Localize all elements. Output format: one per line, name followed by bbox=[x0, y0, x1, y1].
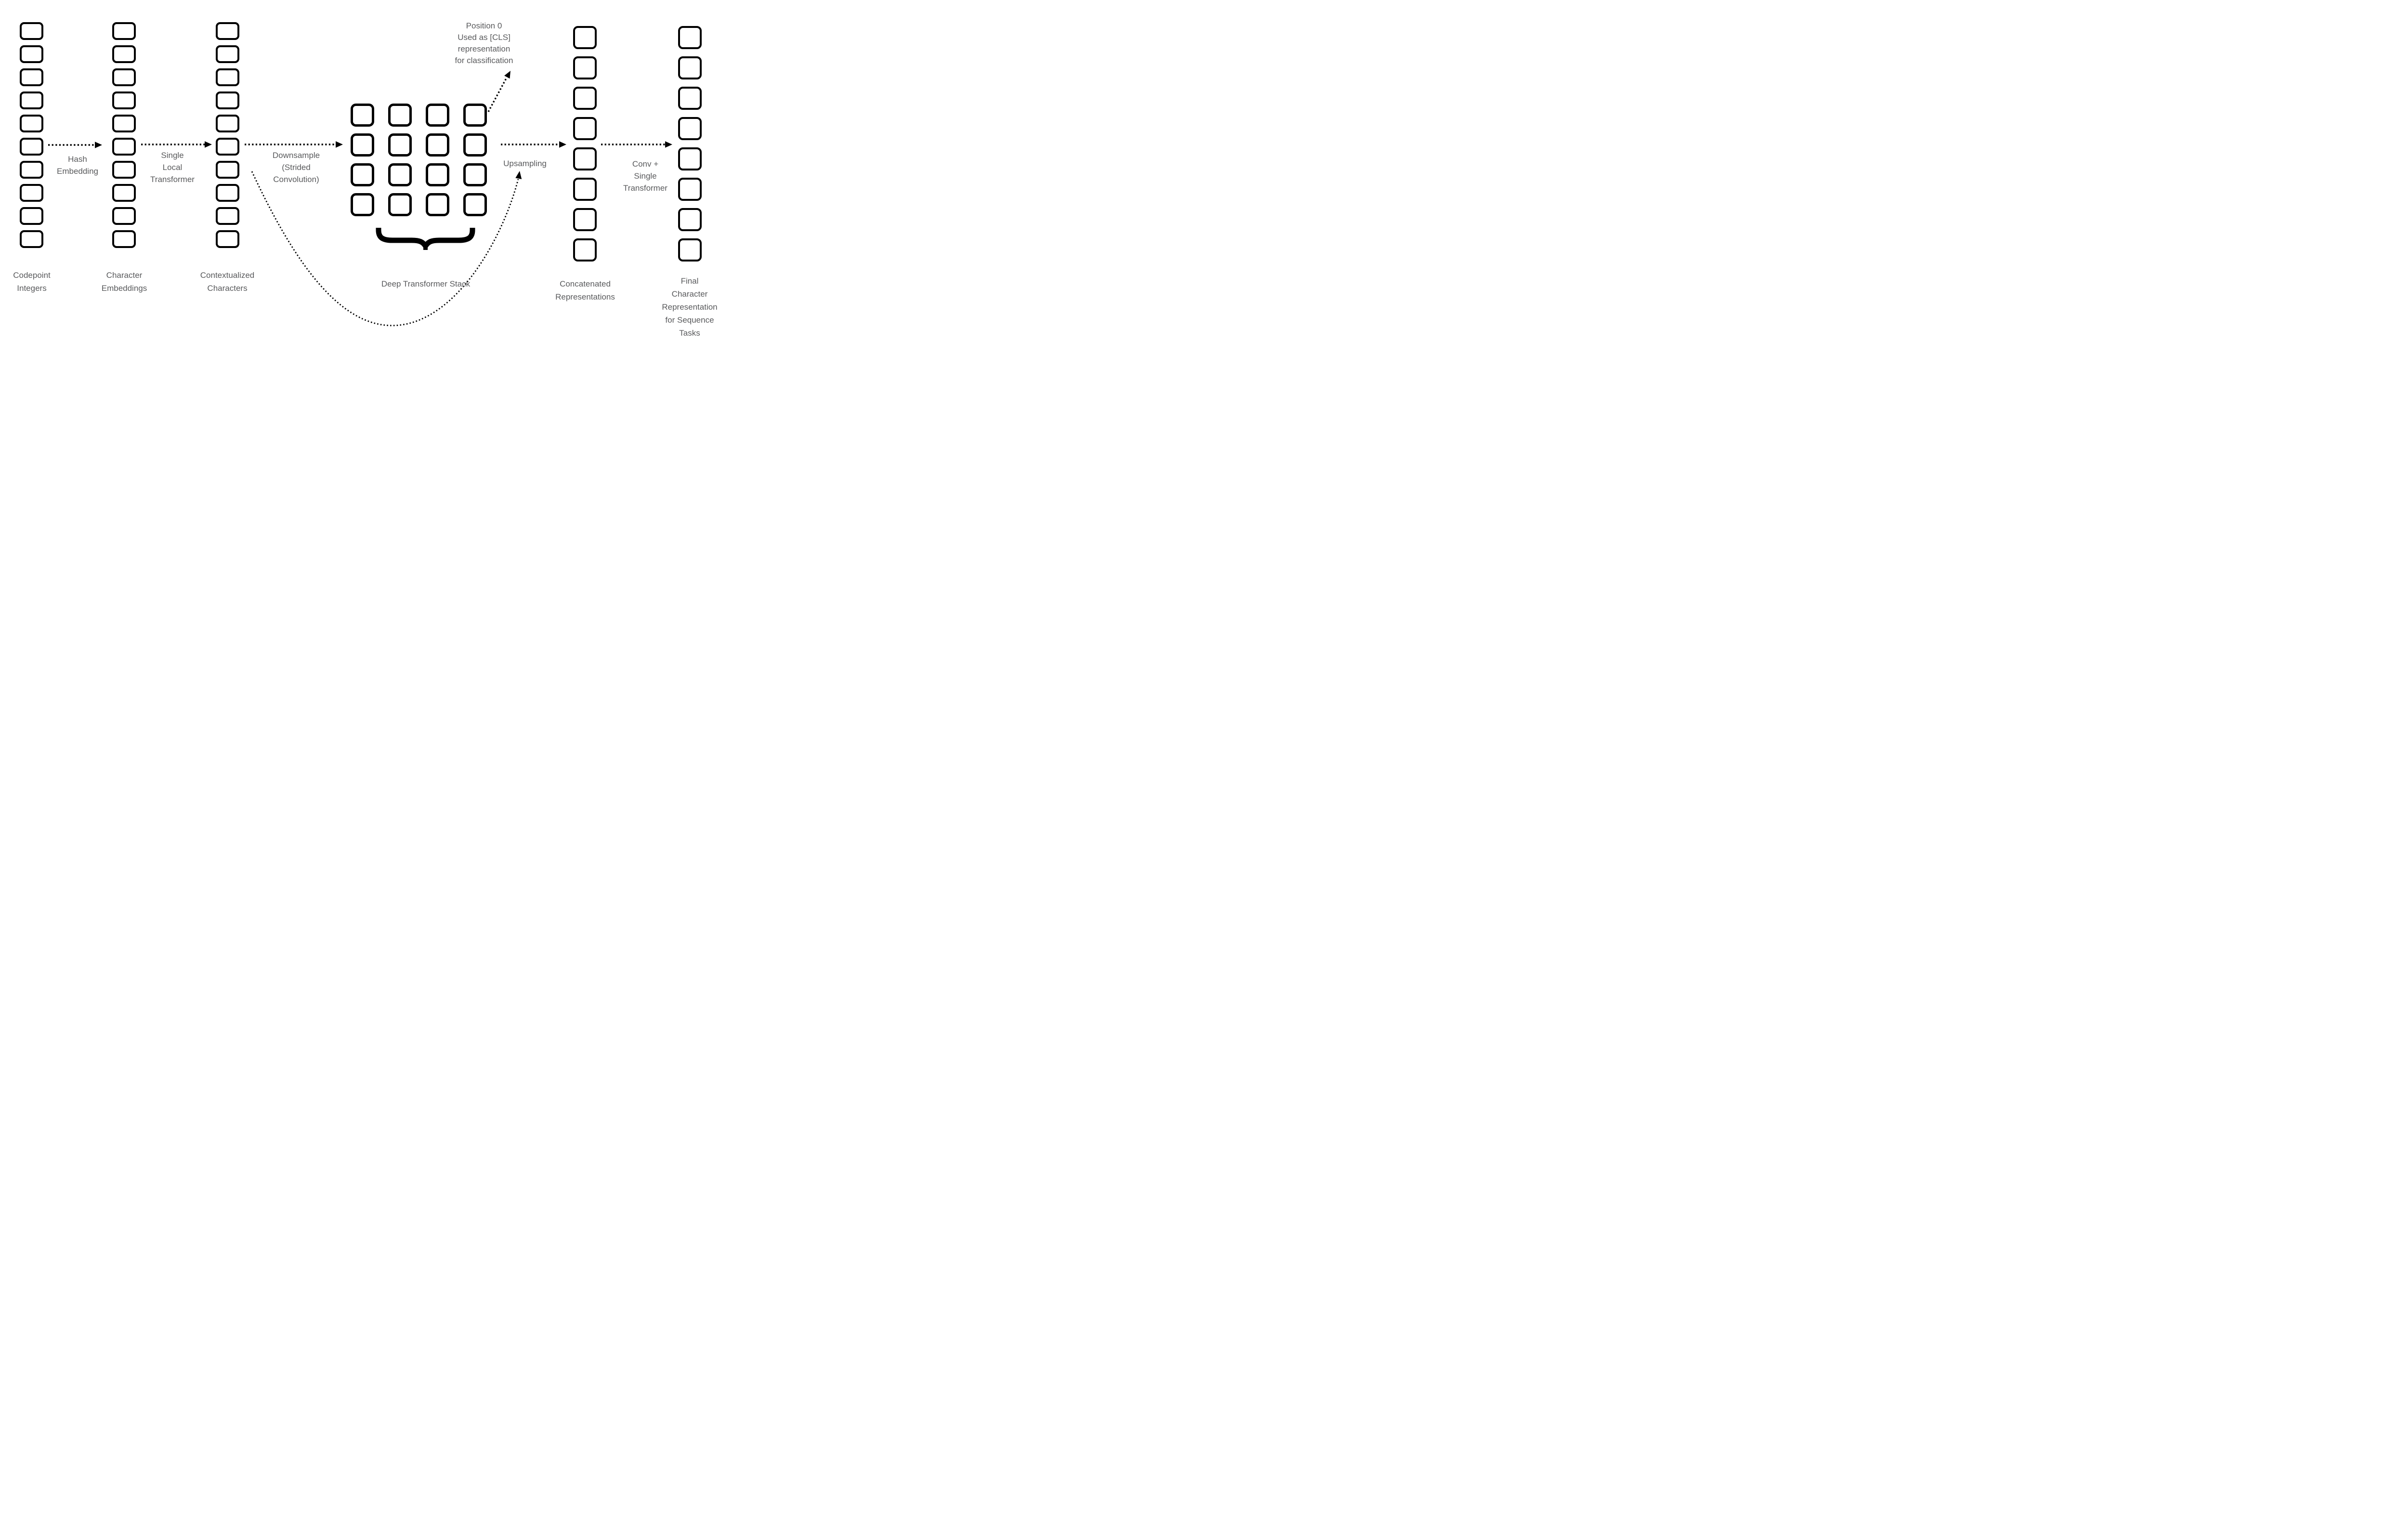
token-cell bbox=[112, 138, 136, 156]
token-cell bbox=[573, 178, 597, 201]
column-concatenated-representations bbox=[573, 26, 597, 261]
label-conv-single-transformer: Conv + Single Transformer bbox=[623, 159, 667, 193]
label-codepoint-integers: Codepoint Integers bbox=[13, 271, 51, 293]
token-cell bbox=[678, 117, 702, 140]
column-contextualized-characters bbox=[216, 22, 239, 248]
token-cell bbox=[678, 147, 702, 170]
token-cell bbox=[388, 133, 412, 157]
downsample-arrow bbox=[245, 141, 343, 148]
token-cell bbox=[388, 163, 412, 186]
token-cell bbox=[20, 184, 43, 202]
token-cell bbox=[20, 68, 43, 86]
token-cell bbox=[388, 104, 412, 127]
token-cell bbox=[112, 161, 136, 179]
label-upsampling: Upsampling bbox=[503, 159, 547, 168]
token-cell bbox=[20, 161, 43, 179]
token-cell bbox=[573, 26, 597, 49]
token-cell bbox=[20, 207, 43, 225]
token-cell bbox=[351, 133, 374, 157]
label-downsample: Downsample (Strided Convolution) bbox=[272, 151, 320, 184]
token-cell bbox=[20, 22, 43, 40]
token-cell bbox=[20, 91, 43, 109]
token-cell bbox=[216, 45, 239, 63]
token-cell bbox=[112, 68, 136, 86]
arrowhead-icon bbox=[205, 141, 212, 148]
token-cell bbox=[573, 147, 597, 170]
arrowhead-icon bbox=[559, 141, 566, 148]
token-cell bbox=[112, 184, 136, 202]
arrowhead-icon bbox=[504, 71, 510, 79]
label-deep-transformer-stack: Deep Transformer Stack bbox=[381, 279, 471, 288]
token-cell bbox=[216, 68, 239, 86]
token-cell bbox=[463, 133, 487, 157]
token-cell bbox=[573, 56, 597, 79]
token-cell bbox=[112, 207, 136, 225]
token-cell bbox=[351, 104, 374, 127]
conv-transformer-arrow bbox=[601, 141, 672, 148]
label-concatenated-representations: Concatenated Representations bbox=[555, 279, 615, 301]
token-cell bbox=[216, 115, 239, 132]
token-cell bbox=[216, 138, 239, 156]
upsampling-arrow bbox=[501, 141, 566, 148]
token-cell bbox=[463, 104, 487, 127]
underbrace bbox=[376, 227, 475, 250]
label-hash-embedding: Hash Embedding bbox=[56, 155, 99, 176]
token-cell bbox=[678, 26, 702, 49]
token-cell bbox=[112, 230, 136, 248]
diagram-canvas: Hash Embedding Single Local Transformer … bbox=[0, 0, 742, 342]
label-single-local-transformer: Single Local Transformer bbox=[150, 151, 195, 184]
arrowhead-icon bbox=[515, 171, 522, 179]
token-cell bbox=[678, 208, 702, 231]
token-cell bbox=[678, 56, 702, 79]
deep-transformer-grid bbox=[351, 104, 487, 216]
arrowhead-icon bbox=[665, 141, 672, 148]
token-cell bbox=[351, 193, 374, 216]
token-cell bbox=[463, 193, 487, 216]
token-cell bbox=[20, 138, 43, 156]
column-final-representation bbox=[678, 26, 702, 261]
token-cell bbox=[463, 163, 487, 186]
token-cell bbox=[20, 230, 43, 248]
token-cell bbox=[216, 184, 239, 202]
token-cell bbox=[216, 22, 239, 40]
cls-note: Position 0 Used as [CLS] representation … bbox=[455, 21, 513, 65]
token-cell bbox=[678, 238, 702, 261]
token-cell bbox=[112, 115, 136, 132]
token-cell bbox=[573, 117, 597, 140]
hash-embedding-arrow bbox=[48, 142, 102, 148]
token-cell bbox=[216, 207, 239, 225]
column-character-embeddings bbox=[112, 22, 136, 248]
label-final-character-representation: Final Character Representation for Seque… bbox=[662, 276, 718, 338]
token-cell bbox=[573, 87, 597, 110]
token-cell bbox=[216, 161, 239, 179]
token-cell bbox=[112, 91, 136, 109]
token-cell bbox=[20, 45, 43, 63]
token-cell bbox=[573, 208, 597, 231]
token-cell bbox=[388, 193, 412, 216]
arrowhead-icon bbox=[336, 141, 343, 148]
token-cell bbox=[678, 178, 702, 201]
token-cell bbox=[351, 163, 374, 186]
label-contextualized-characters: Contextualized Characters bbox=[200, 271, 255, 293]
token-cell bbox=[678, 87, 702, 110]
token-cell bbox=[426, 163, 449, 186]
label-character-embeddings: Character Embeddings bbox=[101, 271, 147, 293]
token-cell bbox=[20, 115, 43, 132]
token-cell bbox=[426, 193, 449, 216]
token-cell bbox=[216, 91, 239, 109]
token-cell bbox=[426, 133, 449, 157]
token-cell bbox=[112, 22, 136, 40]
local-transformer-arrow bbox=[141, 141, 212, 148]
arrowhead-icon bbox=[95, 142, 102, 148]
column-codepoint-integers bbox=[20, 22, 43, 248]
token-cell bbox=[216, 230, 239, 248]
token-cell bbox=[112, 45, 136, 63]
cls-position-arrow bbox=[487, 71, 510, 112]
token-cell bbox=[573, 238, 597, 261]
token-cell bbox=[426, 104, 449, 127]
